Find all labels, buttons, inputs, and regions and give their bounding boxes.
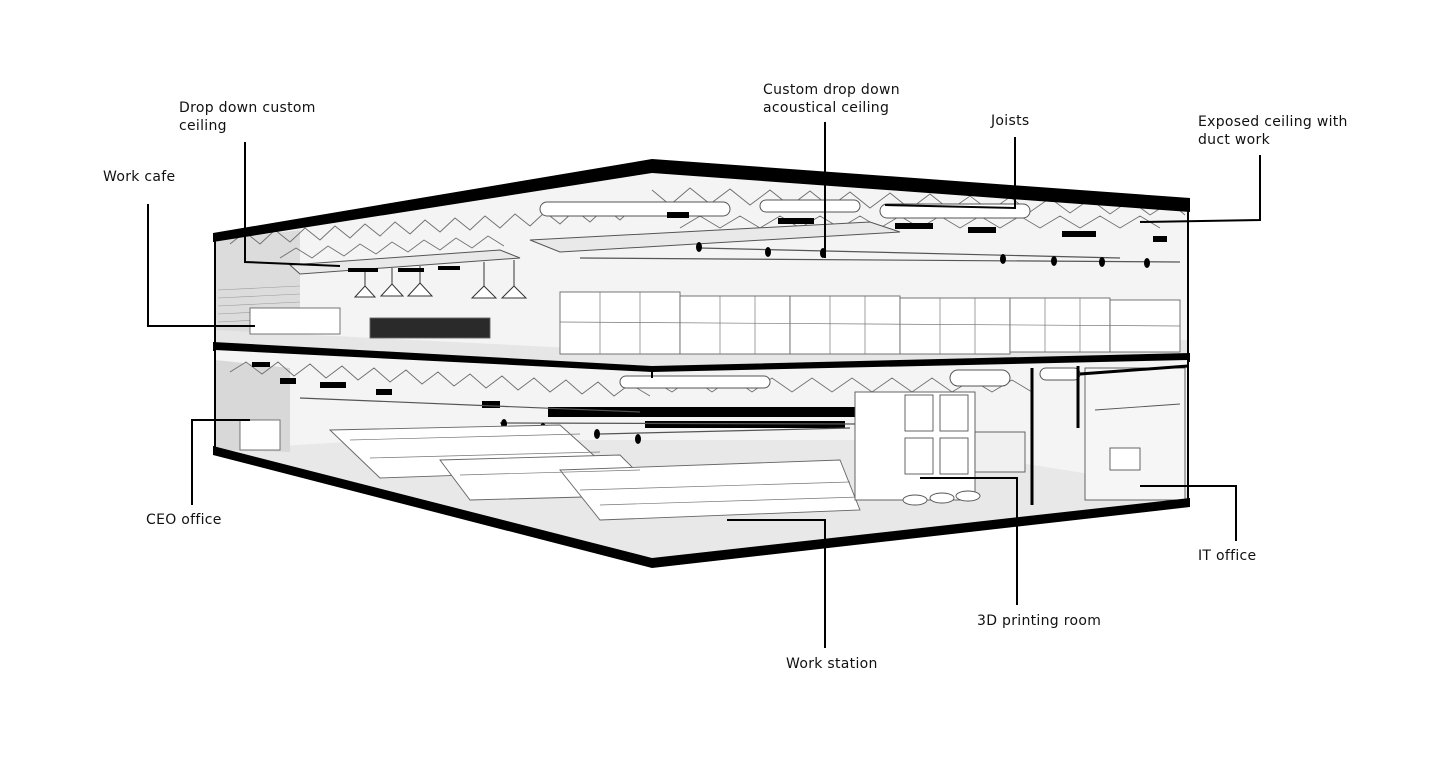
upper-workstations bbox=[249, 291, 1181, 355]
leader-work-cafe bbox=[147, 204, 255, 327]
leader-work-station bbox=[727, 519, 826, 648]
label-custom-drop-down-acoustical-ceiling: Custom drop down acoustical ceiling bbox=[763, 82, 900, 116]
upper-light-fixtures bbox=[348, 212, 1167, 272]
leader-it-office bbox=[1140, 485, 1237, 541]
it-office bbox=[1084, 367, 1186, 501]
label-joists: Joists bbox=[991, 113, 1030, 129]
label-ceo-office: CEO office bbox=[146, 512, 222, 528]
upper-desk-dividers bbox=[559, 292, 1181, 354]
lower-ducts bbox=[619, 367, 1081, 389]
label-work-cafe: Work cafe bbox=[103, 169, 176, 185]
lower-desk-dividers bbox=[349, 433, 861, 506]
lower-light-fixtures bbox=[252, 362, 898, 428]
leader-joists bbox=[884, 137, 1016, 210]
callout-leaders bbox=[147, 122, 1261, 648]
interior-partitions bbox=[1030, 364, 1189, 505]
leader-exposed-ceiling bbox=[1139, 155, 1261, 223]
leader-drop-down-custom-ceiling bbox=[244, 142, 341, 267]
printing-room bbox=[854, 391, 1026, 506]
label-work-station: Work station bbox=[786, 656, 878, 672]
label-drop-down-custom-ceiling: Drop down custom ceiling bbox=[179, 100, 316, 134]
leader-printing-room bbox=[920, 477, 1018, 605]
lower-workstations bbox=[239, 419, 861, 521]
label-it-office: IT office bbox=[1198, 548, 1257, 564]
leader-ceo-office bbox=[191, 419, 250, 505]
drop-ceiling-panels bbox=[288, 221, 901, 275]
label-3d-printing-room: 3D printing room bbox=[977, 613, 1102, 629]
upper-roof-outline bbox=[213, 159, 1190, 242]
lower-pipes bbox=[299, 397, 861, 435]
label-exposed-ceiling: Exposed ceiling with duct work bbox=[1198, 114, 1348, 148]
pendant-lamps bbox=[353, 260, 528, 299]
